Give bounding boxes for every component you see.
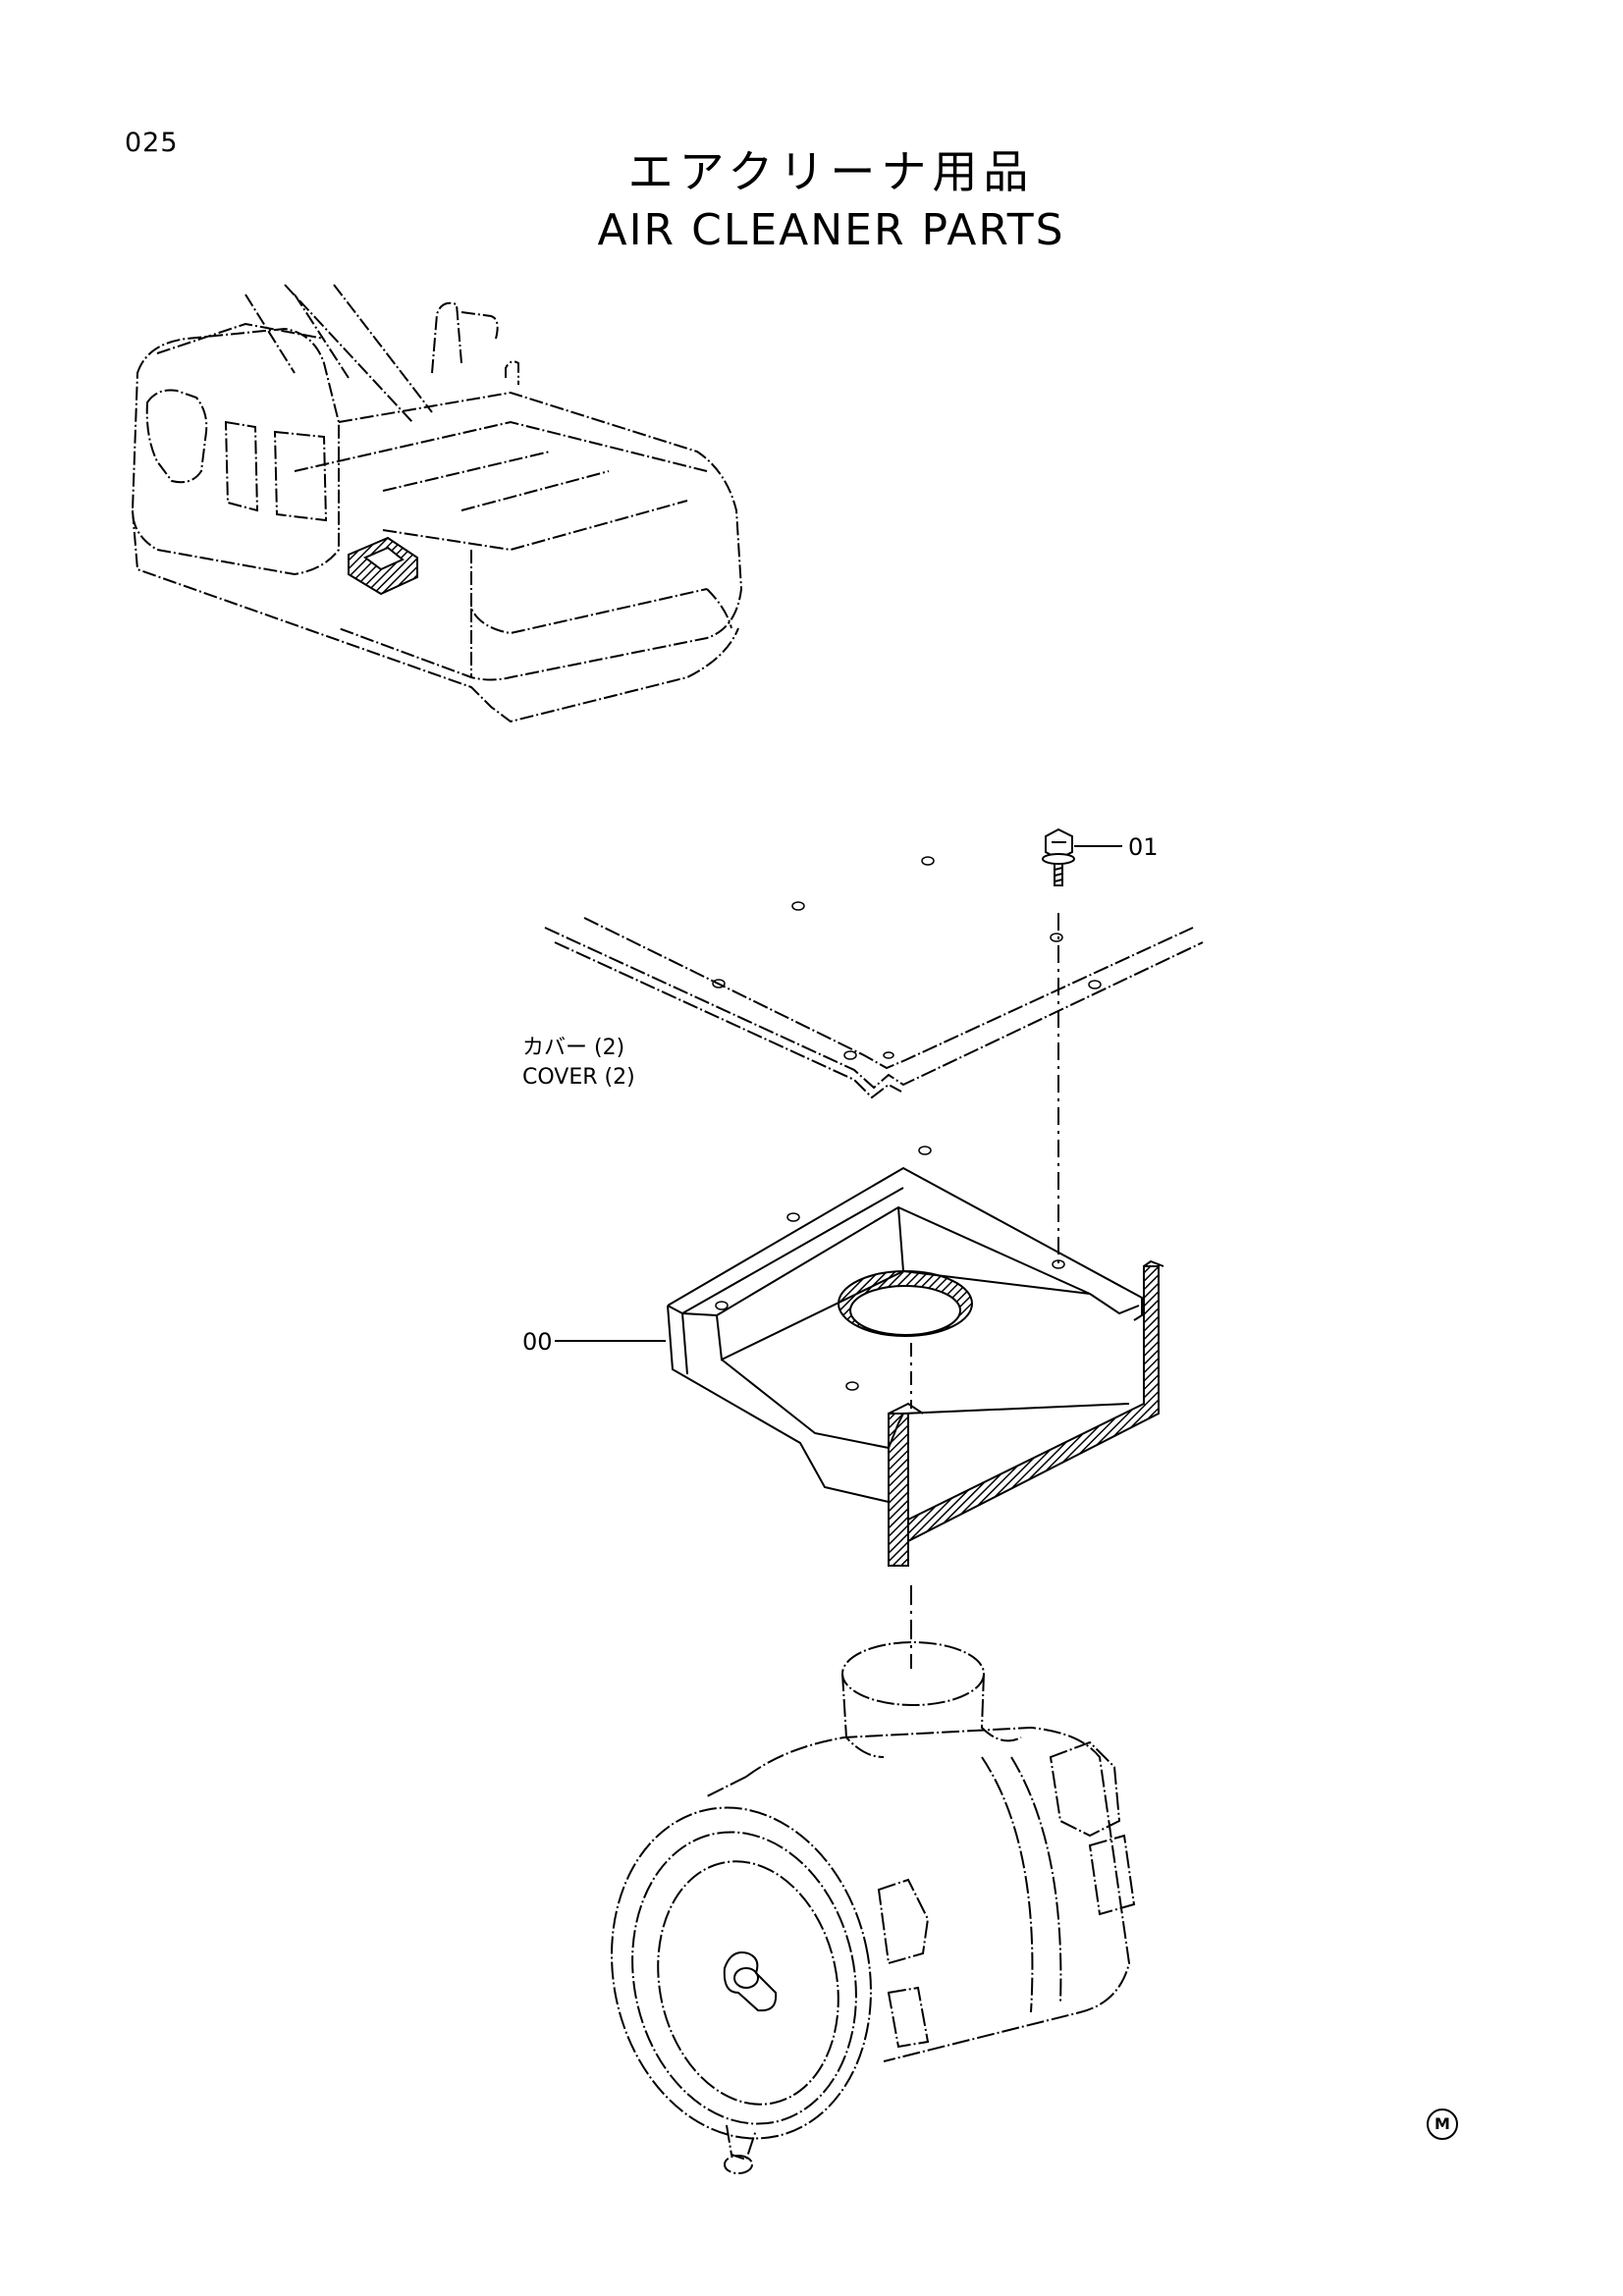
cover-label-japanese: カバー (2) [522, 1036, 625, 1060]
wing-nut [723, 1951, 778, 2012]
footer-mark: M [1427, 2109, 1458, 2140]
location-highlight [348, 536, 418, 596]
title-english: AIR CLEANER PARTS [597, 205, 1065, 255]
cover-label-english: COVER (2) [522, 1065, 635, 1090]
bracket-part [667, 1166, 1164, 1567]
page-number: 025 [125, 128, 179, 158]
bracket-callout: 00 [522, 1328, 553, 1356]
bracket-holes-small [715, 1146, 1065, 1391]
bolt-part [1042, 828, 1075, 886]
bracket-hole [838, 1270, 973, 1337]
bolt-callout: 01 [1128, 833, 1159, 861]
cover-label: カバー (2) COVER (2) [522, 1034, 635, 1093]
machine-overview [131, 284, 743, 723]
cover-holes [712, 856, 1102, 1060]
cover-plate [544, 917, 1204, 1099]
title-japanese: エアクリーナ用品 [627, 145, 1035, 198]
page-title: エアクリーナ用品 AIR CLEANER PARTS [0, 142, 1623, 260]
air-cleaner [611, 1641, 1136, 2174]
